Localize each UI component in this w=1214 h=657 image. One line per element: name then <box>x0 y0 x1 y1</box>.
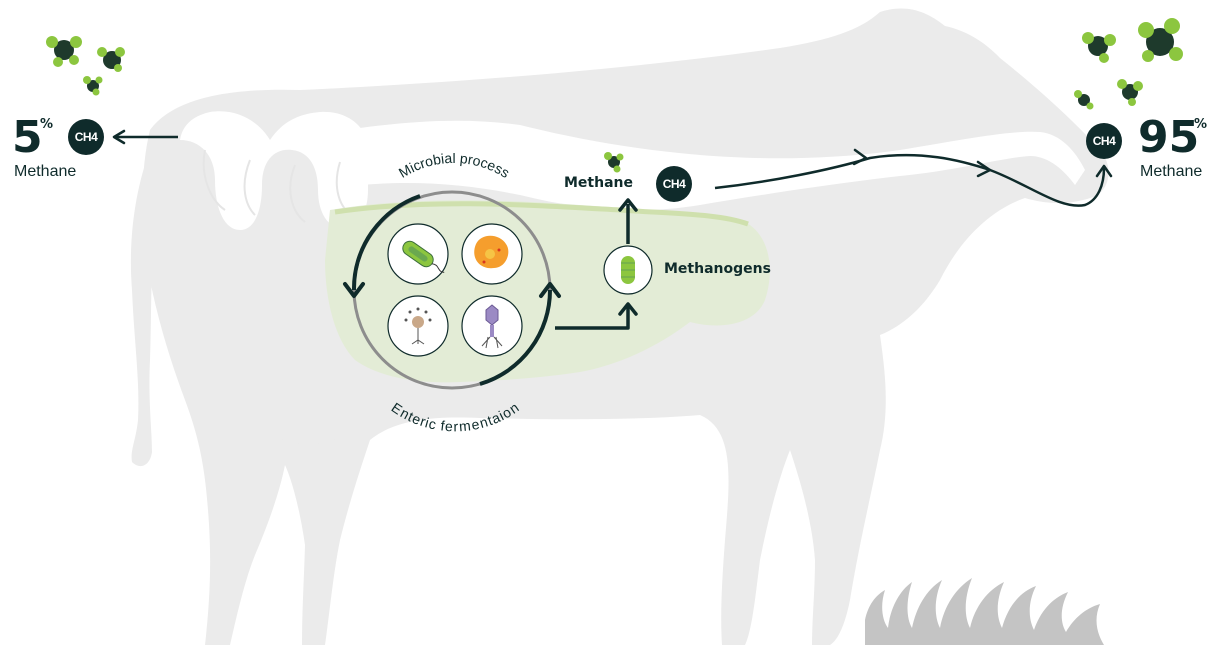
right-percentage: 95% <box>1138 112 1208 163</box>
ch4-badge-center: CH4 <box>656 166 692 202</box>
arrowhead-methane <box>618 198 638 212</box>
arrowhead-mouth <box>1095 164 1113 178</box>
methane-molecules-left <box>46 36 125 96</box>
right-methane-label: Methane <box>1140 163 1203 180</box>
left-methane-label: Methane <box>14 163 77 180</box>
methanogen-icon <box>621 256 635 284</box>
intestines <box>180 111 368 230</box>
arrowhead-methanogens <box>618 302 638 316</box>
microbe-grid <box>387 223 523 357</box>
cycle-arrowhead-right <box>539 282 561 298</box>
udder <box>265 420 350 468</box>
methanogens-label: Methanogens <box>664 261 771 277</box>
arrow-cycle-to-methanogens <box>555 306 630 330</box>
bacteriophage-icon <box>481 304 503 349</box>
methane-label: Methane <box>564 175 633 191</box>
grass <box>865 578 1104 645</box>
cycle-arc-left <box>351 194 421 291</box>
arrow-to-mouth <box>714 153 1106 207</box>
intestine-coils <box>202 149 353 223</box>
arrowhead-rear <box>112 129 126 145</box>
methane-molecule-small <box>604 152 624 173</box>
cow-tail <box>130 150 160 467</box>
cycle-arc-right <box>479 289 553 386</box>
bacterium-icon <box>402 240 445 273</box>
arrowhead-mid-2 <box>976 160 992 178</box>
digestive-tract <box>180 111 1085 230</box>
ch4-badge-right: CH4 <box>1086 123 1122 159</box>
arrowhead-mid-1 <box>852 148 868 166</box>
methane-molecules-right <box>1074 18 1183 110</box>
left-percentage: 5% <box>12 112 54 163</box>
fungus-icon <box>404 307 432 345</box>
rumen-top-edge <box>334 201 749 227</box>
esophagus-path <box>360 120 1085 211</box>
protozoa-icon <box>474 235 509 269</box>
ch4-badge-left: CH4 <box>68 119 104 155</box>
cycle-arrowhead-left <box>343 282 365 298</box>
